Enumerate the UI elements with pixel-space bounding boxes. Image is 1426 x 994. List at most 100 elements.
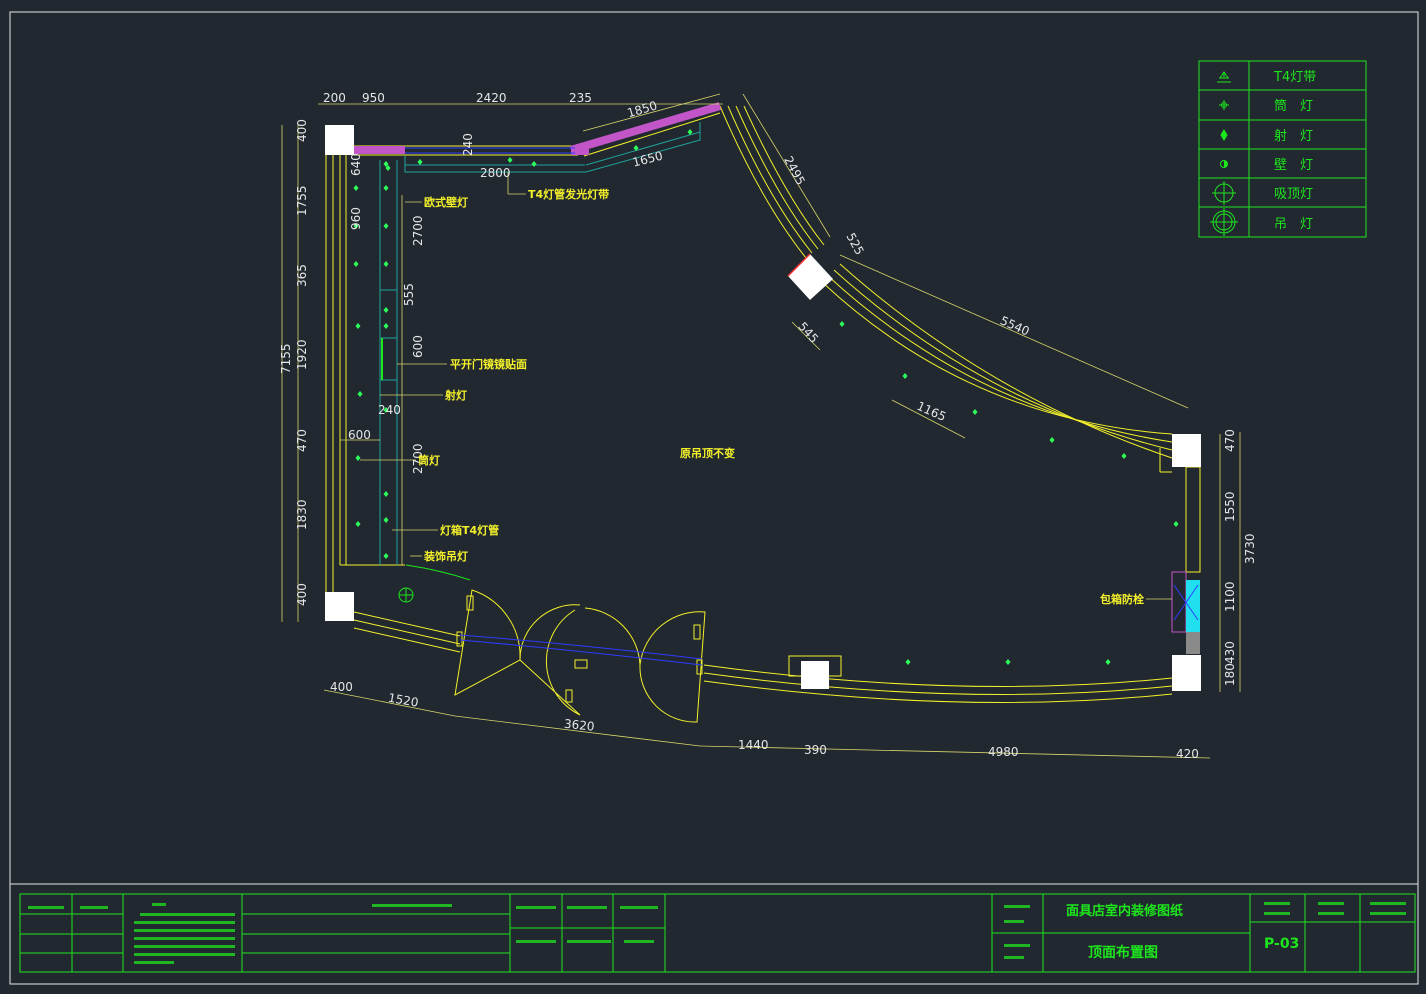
spotlight-fixture-icon (383, 261, 389, 267)
dim-bottom-4980: 4980 (988, 745, 1019, 759)
label-lightbox: 灯箱T4灯管 (440, 523, 499, 537)
dim-inner-600a: 600 (411, 335, 425, 358)
title-block (19, 893, 1416, 973)
legend-label-spotlight: 射 灯 (1274, 128, 1313, 144)
spotlight-fixture-icon (353, 261, 359, 267)
dim-right-430: 430 (1223, 641, 1237, 664)
spotlight-fixture-icon (383, 517, 389, 523)
ceiling-lamp-icon (1212, 181, 1236, 205)
dim-bottom-1440: 1440 (738, 738, 769, 752)
spotlight-fixture-icon (355, 323, 361, 329)
wall-lamp-icon (1220, 160, 1228, 168)
t4-strip-icon (1217, 71, 1231, 83)
dimension-lines (281, 93, 1241, 759)
spotlight-fixture-icon (355, 455, 361, 461)
spotlight-fixture-icon (1173, 521, 1179, 527)
project-name: 面具店室内装修图纸 (1066, 903, 1183, 919)
legend-label-downlight: 筒 灯 (1274, 98, 1313, 114)
top-teal-box (404, 122, 701, 173)
label-downlight: 筒灯 (418, 453, 440, 467)
spotlight-fixtures (353, 129, 1179, 665)
spotlight-fixture-icon (353, 185, 359, 191)
dim-left-470: 470 (295, 429, 309, 452)
dim-left-365: 365 (295, 264, 309, 287)
label-spotlight: 射灯 (444, 388, 467, 402)
spotlight-fixture-icon (1105, 659, 1111, 665)
spotlight-fixture-icon (417, 159, 423, 165)
legend-label-pendant-lamp: 吊 灯 (1274, 217, 1313, 232)
annotation-leaders (360, 172, 1172, 600)
label-european-wall-lamp: 欧式壁灯 (424, 195, 468, 209)
dim-top-200: 200 (323, 91, 346, 105)
spotlight-fixture-icon (357, 391, 363, 397)
t4-light-strip (354, 102, 722, 155)
pendant-lamp (398, 564, 471, 603)
dim-right-180: 180 (1223, 663, 1237, 686)
dim-bottom-390: 390 (804, 743, 827, 757)
legend-label-t4: T4灯带 (1273, 70, 1316, 85)
dim-right-470: 470 (1223, 429, 1237, 452)
spotlight-fixture-icon (355, 521, 361, 527)
spotlight-fixture-icon (383, 161, 389, 167)
spotlight-fixture-icon (905, 659, 911, 665)
spotlight-fixture-icon (383, 553, 389, 559)
dimension-labels: 200 950 2420 235 1850 400 1755 365 1920 … (279, 91, 1257, 761)
spotlight-fixture-icon (1121, 453, 1127, 459)
dim-inner-600b: 600 (348, 428, 371, 442)
legend-label-wall-lamp: 壁 灯 (1274, 158, 1313, 173)
dim-bottom-420: 420 (1176, 747, 1199, 761)
dim-bottom-3620: 3620 (563, 717, 595, 734)
spotlight-fixture-icon (383, 223, 389, 229)
dim-top-1850: 1850 (626, 98, 659, 120)
spotlight-fixture-icon (1049, 437, 1055, 443)
spotlight-fixture-icon (839, 321, 845, 327)
dim-diag-525: 525 (844, 231, 867, 258)
entrance-doors (454, 589, 706, 723)
dim-inner-240a: 240 (378, 403, 401, 417)
lighting-legend: T4灯带 筒 灯 射 灯 壁 灯 吸顶灯 吊 灯 (1198, 60, 1367, 238)
spotlight-icon (1220, 129, 1228, 141)
spotlight-fixture-icon (383, 407, 389, 413)
spotlight-fixture-icon (633, 145, 639, 151)
fire-hydrant-box (1171, 571, 1200, 654)
annotation-labels: 欧式壁灯 T4灯管发光灯带 平开门镜镜贴面 射灯 筒灯 灯箱T4灯管 装饰吊灯 … (418, 187, 1144, 606)
spotlight-fixture-icon (902, 373, 908, 379)
dim-left-400b: 400 (295, 583, 309, 606)
dim-left-7155: 7155 (279, 343, 293, 374)
pendant-lamp-icon (1210, 208, 1238, 236)
downlight-icon (1219, 100, 1229, 110)
label-original-ceiling: 原吊顶不变 (680, 446, 735, 460)
column-red-edge (787, 253, 811, 277)
spotlight-fixture-icon (1005, 659, 1011, 665)
door-blue-line (459, 639, 703, 666)
top-blue-lines (405, 147, 575, 154)
spotlight-fixture-icon (385, 165, 391, 171)
spotlight-fixture-icon (383, 491, 389, 497)
dim-diag-5540: 5540 (998, 313, 1032, 338)
dim-inner-555: 555 (402, 283, 416, 306)
label-t4-tube-strip: T4灯管发光灯带 (528, 187, 609, 201)
walls (325, 103, 1201, 703)
dim-right-3730: 3730 (1243, 533, 1257, 564)
dim-bottom-400: 400 (330, 680, 353, 694)
title-block-text: 面具店室内装修图纸 顶面布置图 P-03 (1066, 903, 1299, 961)
outer-frame (9, 11, 1419, 985)
sheet-number: P-03 (1264, 936, 1299, 952)
dim-left-1920: 1920 (295, 339, 309, 370)
dim-right-1550: 1550 (1223, 491, 1237, 522)
dim-diag-2495: 2495 (781, 154, 808, 188)
dim-top-235: 235 (569, 91, 592, 105)
dim-inner-2800: 2800 (480, 166, 511, 180)
label-deco-pendant: 装饰吊灯 (423, 549, 468, 563)
spotlight-fixture-icon (972, 409, 978, 415)
spotlight-fixture-icon (687, 129, 693, 135)
inner-frame (9, 883, 1419, 985)
drawing-title: 顶面布置图 (1088, 944, 1158, 961)
dim-top-2420: 2420 (476, 91, 507, 105)
spotlight-fixture-icon (383, 185, 389, 191)
label-fire-hydrant: 包箱防栓 (1099, 592, 1144, 606)
label-mirror-door: 平开门镜镜贴面 (450, 357, 527, 371)
dim-diag-545: 545 (795, 319, 821, 345)
spotlight-fixture-icon (531, 161, 537, 167)
